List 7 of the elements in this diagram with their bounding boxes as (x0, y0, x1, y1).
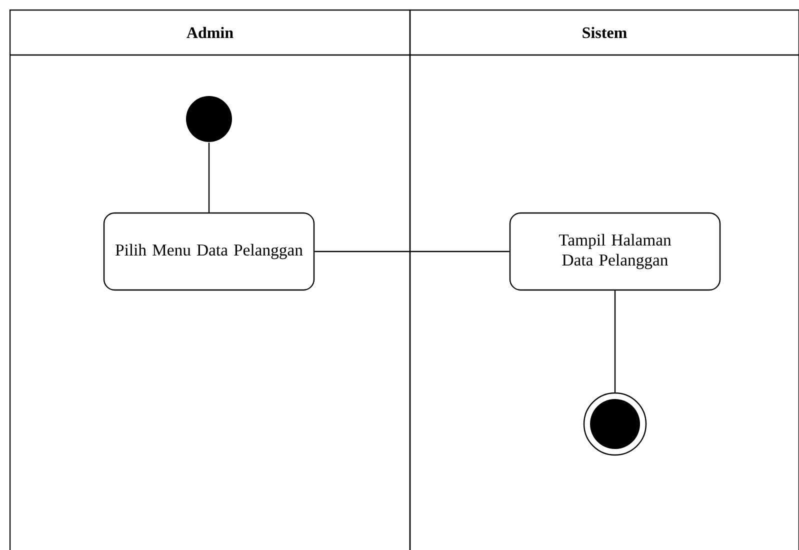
initial-node (186, 96, 232, 142)
final-node (583, 392, 647, 456)
connector-line (614, 290, 616, 392)
action-box: Tampil Halaman Data Pelanggan (509, 212, 721, 291)
connector-line (208, 142, 210, 212)
action-box: Pilih Menu Data Pelanggan (103, 212, 315, 291)
connector-line (314, 250, 510, 252)
